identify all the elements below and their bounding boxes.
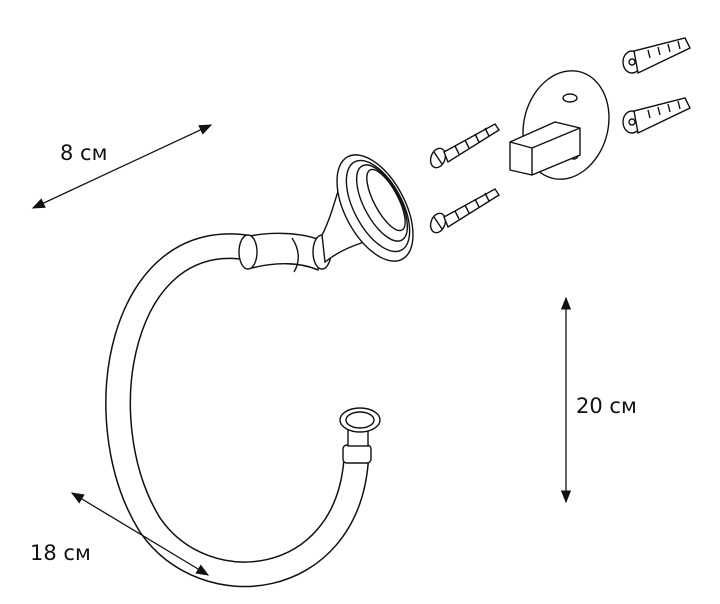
diameter-dimension-arrow [70,492,210,576]
screw-bottom [429,188,500,234]
towel-ring [105,233,381,588]
screw-top [429,123,500,169]
height-label: 20 см [576,394,637,418]
diameter-label: 18 см [30,541,91,565]
width-label: 8 см [60,141,107,165]
ring-end-knob [339,407,381,464]
wall-flange [321,154,414,264]
width-dimension-arrow [31,124,213,209]
mounting-plate [509,70,610,180]
wall-anchor-top [622,37,691,75]
wall-anchor-bottom [622,97,691,135]
ring-connector [238,232,332,273]
